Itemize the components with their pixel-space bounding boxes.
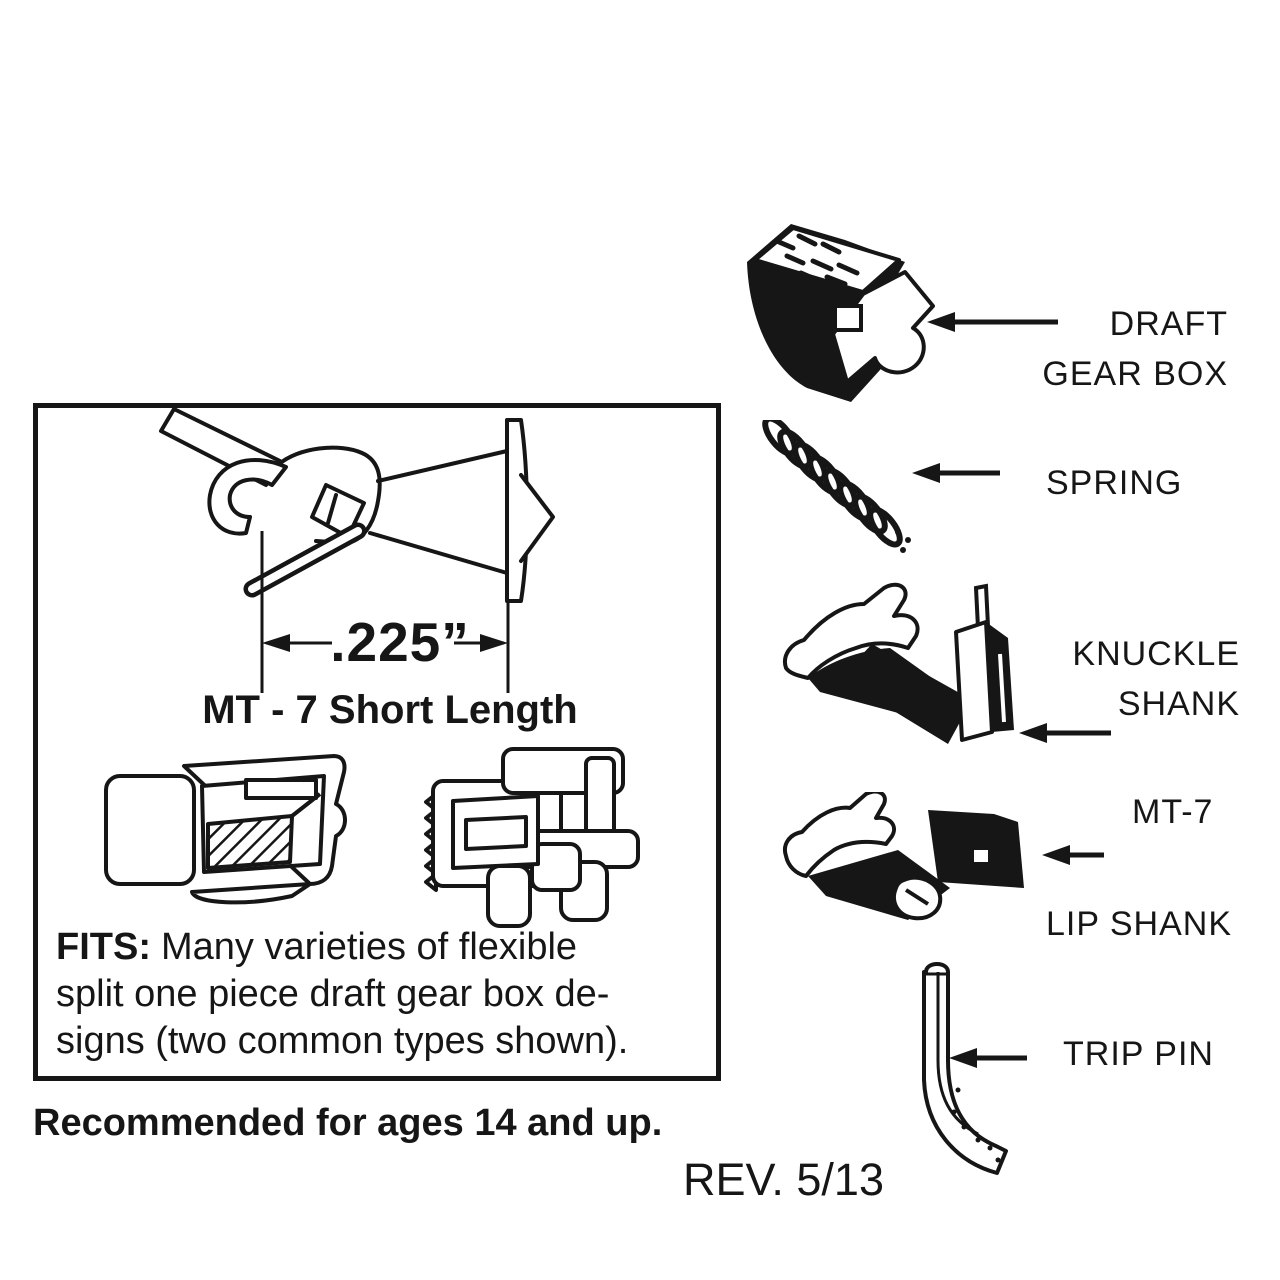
dimension-arrow-left bbox=[262, 634, 290, 652]
spring-label: SPRING bbox=[1046, 464, 1183, 502]
gear-box-type2-drawing bbox=[424, 747, 640, 928]
revision-note: REV. 5/13 bbox=[683, 1154, 884, 1205]
draft-gear-box-drawing bbox=[747, 224, 935, 402]
lip-shank-label: LIP SHANK bbox=[1046, 905, 1233, 943]
draft-gear-box-label: DRAFT GEAR BOX bbox=[1042, 305, 1228, 393]
lip-shank-arrow bbox=[1042, 845, 1104, 865]
lip-shank-drawing bbox=[783, 792, 1024, 921]
coupler-caption: MT - 7 Short Length bbox=[202, 688, 578, 732]
fits-description: FITS:Many varieties of flexible split on… bbox=[56, 926, 629, 1062]
gear-box-type1-drawing bbox=[104, 754, 347, 905]
dimension-value: .225” bbox=[330, 611, 470, 673]
spring-drawing bbox=[762, 420, 911, 553]
trip-pin-drawing bbox=[922, 962, 1008, 1175]
trip-pin-arrow bbox=[949, 1048, 1027, 1068]
mt7-label: MT-7 bbox=[1132, 793, 1214, 831]
dimension-arrow-right bbox=[480, 634, 508, 652]
knuckle-shank-arrow bbox=[1019, 723, 1111, 743]
knuckle-shank-drawing bbox=[783, 582, 1014, 744]
knuckle-hook-shape bbox=[207, 457, 288, 536]
draft-gear-box-arrow bbox=[927, 312, 1058, 332]
fits-label: FITS: bbox=[56, 926, 151, 968]
trip-rod-shape bbox=[248, 527, 362, 593]
spring-arrow bbox=[912, 463, 1000, 483]
trip-pin-label: TRIP PIN bbox=[1063, 1035, 1214, 1073]
knuckle-shank-label: KNUCKLE SHANK bbox=[1072, 635, 1240, 723]
coupler-side-view-drawing bbox=[159, 407, 555, 693]
age-recommendation: Recommended for ages 14 and up. bbox=[33, 1102, 663, 1144]
fits-panel-border bbox=[33, 403, 721, 1081]
